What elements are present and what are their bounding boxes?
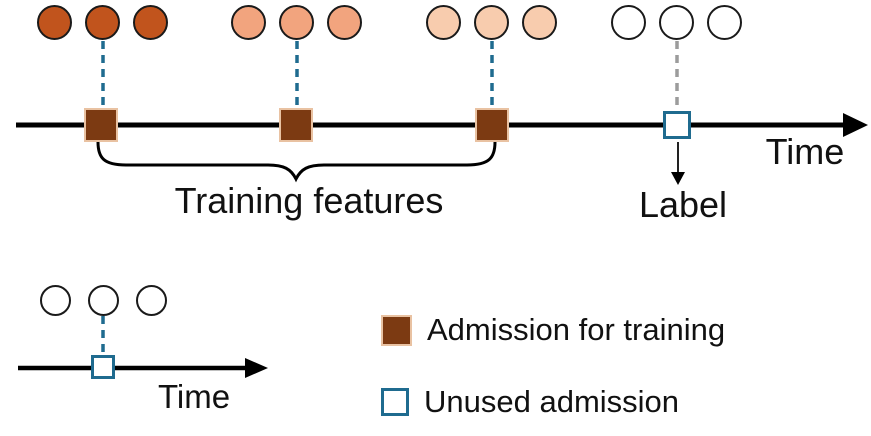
unused-circle-1: [611, 5, 646, 40]
legend-item-admission-for-training: Admission for training: [381, 312, 725, 348]
unused-circle-3: [707, 5, 742, 40]
group1-circle-3: [133, 5, 168, 40]
legend-label-unused-admission: Unused admission: [424, 384, 680, 419]
mini-circle-2: [88, 285, 119, 316]
training-admission-marker-3: [475, 108, 509, 142]
label-arrowhead-icon: [671, 172, 685, 185]
group3-circle-1: [426, 5, 461, 40]
top-timeline-arrowhead-icon: [843, 113, 868, 137]
unused-circle-2: [659, 5, 694, 40]
filled-square-swatch-icon: [381, 314, 412, 346]
mini-timeline-arrowhead-icon: [245, 358, 268, 378]
group3-circle-2: [474, 5, 509, 40]
group3-circle-3: [522, 5, 557, 40]
training-features-label: Training features: [174, 180, 444, 221]
unused-admission-marker: [663, 111, 691, 139]
top-time-label: Time: [765, 131, 845, 172]
label-annotation: Label: [638, 184, 728, 225]
legend-label-admission-for-training: Admission for training: [427, 312, 726, 347]
training-features-brace: [96, 140, 497, 183]
legend-item-unused-admission: Unused admission: [381, 384, 679, 420]
mini-circle-1: [40, 285, 71, 316]
mini-unused-admission-marker: [91, 355, 115, 379]
group2-circle-3: [327, 5, 362, 40]
mini-time-label: Time: [157, 378, 231, 415]
group1-circle-1: [37, 5, 72, 40]
mini-circle-3: [136, 285, 167, 316]
group2-circle-2: [279, 5, 314, 40]
training-admission-marker-2: [279, 108, 313, 142]
group2-circle-1: [231, 5, 266, 40]
group1-circle-2: [85, 5, 120, 40]
training-admission-marker-1: [84, 108, 118, 142]
open-square-swatch-icon: [381, 388, 409, 416]
